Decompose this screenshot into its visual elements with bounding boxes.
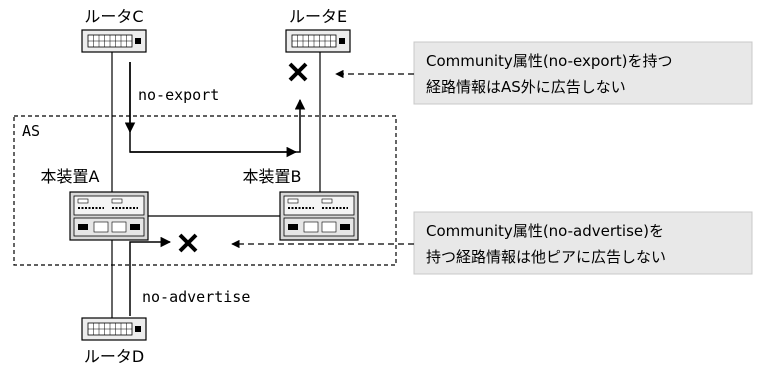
router-c-label: ルータC <box>84 7 143 26</box>
router-d-label: ルータD <box>84 347 144 366</box>
callout-export-line1: Community属性(no-export)を持つ <box>426 52 672 70</box>
router-icon <box>285 29 351 53</box>
callout-export-line2: 経路情報はAS外に広告しない <box>426 78 626 96</box>
switch-icon <box>69 191 149 241</box>
callout-box-advertise <box>413 211 753 275</box>
device-a-label: 本装置A <box>41 167 100 186</box>
callout-advertise-line1: Community属性(no-advertise)を <box>426 222 664 240</box>
callout-advertise-line2: 持つ経路情報は他ピアに広告しない <box>426 248 666 266</box>
router-icon <box>81 317 147 341</box>
callout-box-export <box>413 41 753 105</box>
no-export-route-arrow <box>129 62 306 153</box>
as-label: AS <box>22 122 40 140</box>
no-advertise-route-arrow <box>129 236 172 316</box>
switch-icon <box>279 191 359 241</box>
block-x-icon <box>288 62 308 82</box>
no-export-label: no-export <box>138 86 219 104</box>
no-advertise-label: no-advertise <box>142 288 250 306</box>
block-x-icon <box>178 233 198 253</box>
device-b-label: 本装置B <box>243 167 302 186</box>
as-boundary <box>13 115 397 266</box>
router-icon <box>81 29 147 53</box>
router-e-label: ルータE <box>289 7 347 26</box>
